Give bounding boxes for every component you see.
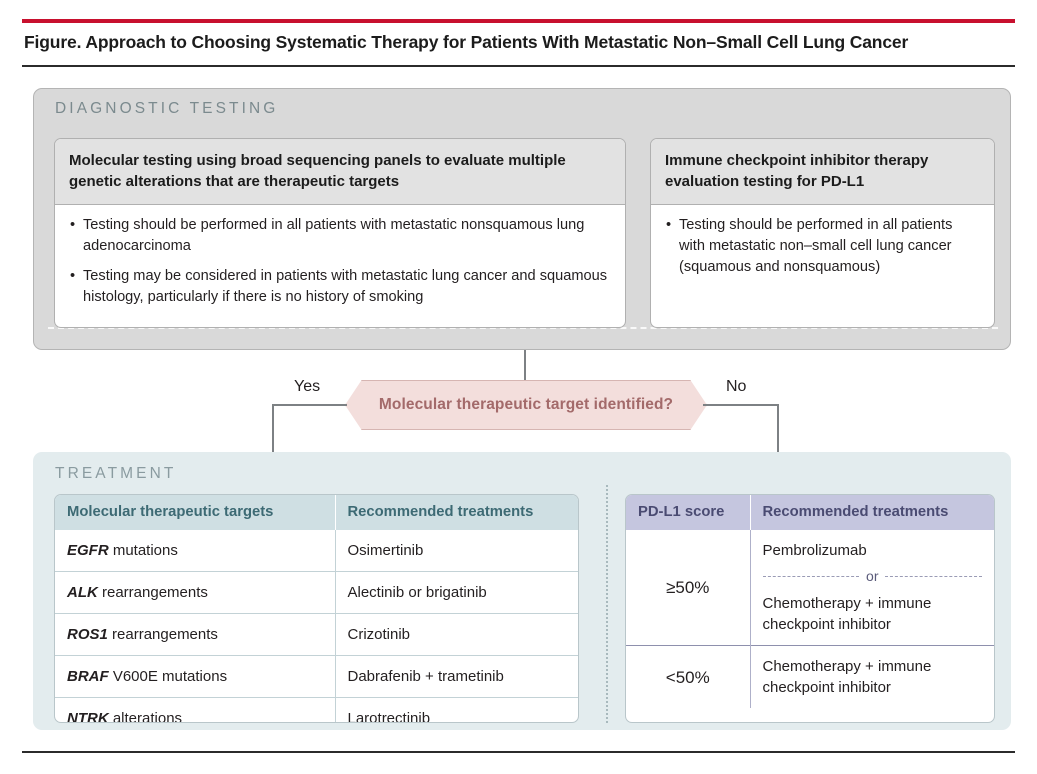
connector-panel-to-decision (524, 350, 526, 382)
treatment-tables-divider (606, 485, 608, 723)
target-descriptor: alterations (108, 710, 183, 723)
list-item: Testing should be performed in all patie… (69, 215, 611, 257)
gene-name: BRAF (67, 668, 109, 685)
molecular-testing-heading: Molecular testing using broad sequencing… (55, 139, 625, 205)
gene-name: EGFR (67, 542, 109, 559)
cell-pdl1-score: <50% (626, 645, 751, 708)
pdl1-score-table: PD-L1 score Recommended treatments ≥50% … (625, 494, 995, 723)
cell-treatment: Larotrectinib (335, 697, 578, 722)
table-row: <50% Chemotherapy + immune checkpoint in… (626, 645, 994, 708)
cell-treatment-options: Chemotherapy + immune checkpoint inhibit… (750, 645, 994, 708)
title-divider (22, 65, 1015, 67)
target-descriptor: mutations (108, 542, 178, 559)
diagnostic-panel-dashed-edge (48, 327, 998, 329)
cell-target: ALK rearrangements (55, 571, 336, 614)
connector-no-vertical (777, 404, 779, 482)
cell-target: ROS1 rearrangements (55, 613, 336, 656)
accent-rule (22, 19, 1015, 23)
table-row: NTRK alterations Larotrectinib (55, 697, 578, 723)
table-row: ALK rearrangements Alectinib or brigatin… (55, 571, 578, 614)
pdl1-testing-card: Immune checkpoint inhibitor therapy eval… (650, 138, 995, 328)
list-item: Testing may be considered in patients wi… (69, 266, 611, 308)
bottom-divider (22, 751, 1015, 753)
cell-treatment: Alectinib or brigatinib (335, 571, 578, 614)
gene-name: ALK (67, 584, 98, 601)
molecular-targets-table: Molecular therapeutic targets Recommende… (54, 494, 579, 723)
gene-name: NTRK (67, 710, 109, 723)
or-label: or (866, 568, 879, 584)
connector-no-horizontal (703, 404, 778, 406)
table-row: ≥50% Pembrolizumab or Chemotherapy + imm… (626, 530, 994, 646)
diagnostic-section-label: DIAGNOSTIC TESTING (55, 100, 279, 117)
cell-treatment-options: Pembrolizumab or Chemotherapy + immune c… (750, 530, 994, 646)
table-row: ROS1 rearrangements Crizotinib (55, 613, 578, 656)
page-title: Figure. Approach to Choosing Systematic … (24, 32, 909, 52)
connector-yes-horizontal (272, 404, 347, 406)
molecular-testing-card: Molecular testing using broad sequencing… (54, 138, 626, 328)
target-descriptor: rearrangements (107, 626, 218, 643)
column-header-molecular-targets: Molecular therapeutic targets (55, 495, 336, 530)
cell-treatment: Crizotinib (335, 613, 578, 656)
cell-target: BRAF V600E mutations (55, 655, 336, 698)
target-descriptor: V600E mutations (108, 668, 228, 685)
table-header-row: Molecular therapeutic targets Recommende… (55, 495, 578, 530)
decision-hexagon: Molecular therapeutic target identified? (345, 380, 707, 430)
molecular-testing-bullets: Testing should be performed in all patie… (55, 205, 625, 320)
treatment-section-label: TREATMENT (55, 465, 177, 482)
gene-name: ROS1 (67, 626, 108, 643)
column-header-pdl1-score: PD-L1 score (626, 495, 751, 530)
table-header-row: PD-L1 score Recommended treatments (626, 495, 994, 530)
branch-label-yes: Yes (294, 378, 321, 395)
cell-target: NTRK alterations (55, 697, 336, 723)
decision-question: Molecular therapeutic target identified? (378, 396, 674, 413)
table-row: BRAF V600E mutations Dabrafenib + tramet… (55, 655, 578, 698)
target-descriptor: rearrangements (97, 584, 208, 601)
list-item: Testing should be performed in all patie… (665, 215, 980, 278)
branch-label-no: No (726, 378, 747, 395)
cell-target: EGFR mutations (55, 530, 336, 572)
cell-treatment: Dabrafenib + trametinib (335, 655, 578, 698)
cell-treatment: Osimertinib (347, 542, 424, 559)
pdl1-testing-bullets: Testing should be performed in all patie… (651, 205, 994, 290)
column-header-recommended-treatments: Recommended treatments (335, 495, 578, 530)
treatment-primary: Pembrolizumab (762, 542, 867, 559)
or-divider: or (763, 566, 983, 587)
treatment-alternate: Chemotherapy + immune checkpoint inhibit… (762, 595, 932, 633)
column-header-recommended-treatments: Recommended treatments (750, 495, 994, 530)
cell-pdl1-score: ≥50% (626, 530, 751, 646)
pdl1-testing-heading: Immune checkpoint inhibitor therapy eval… (651, 139, 994, 205)
connector-yes-vertical (272, 404, 274, 482)
table-row: EGFR mutations Osimertinib (55, 530, 578, 572)
